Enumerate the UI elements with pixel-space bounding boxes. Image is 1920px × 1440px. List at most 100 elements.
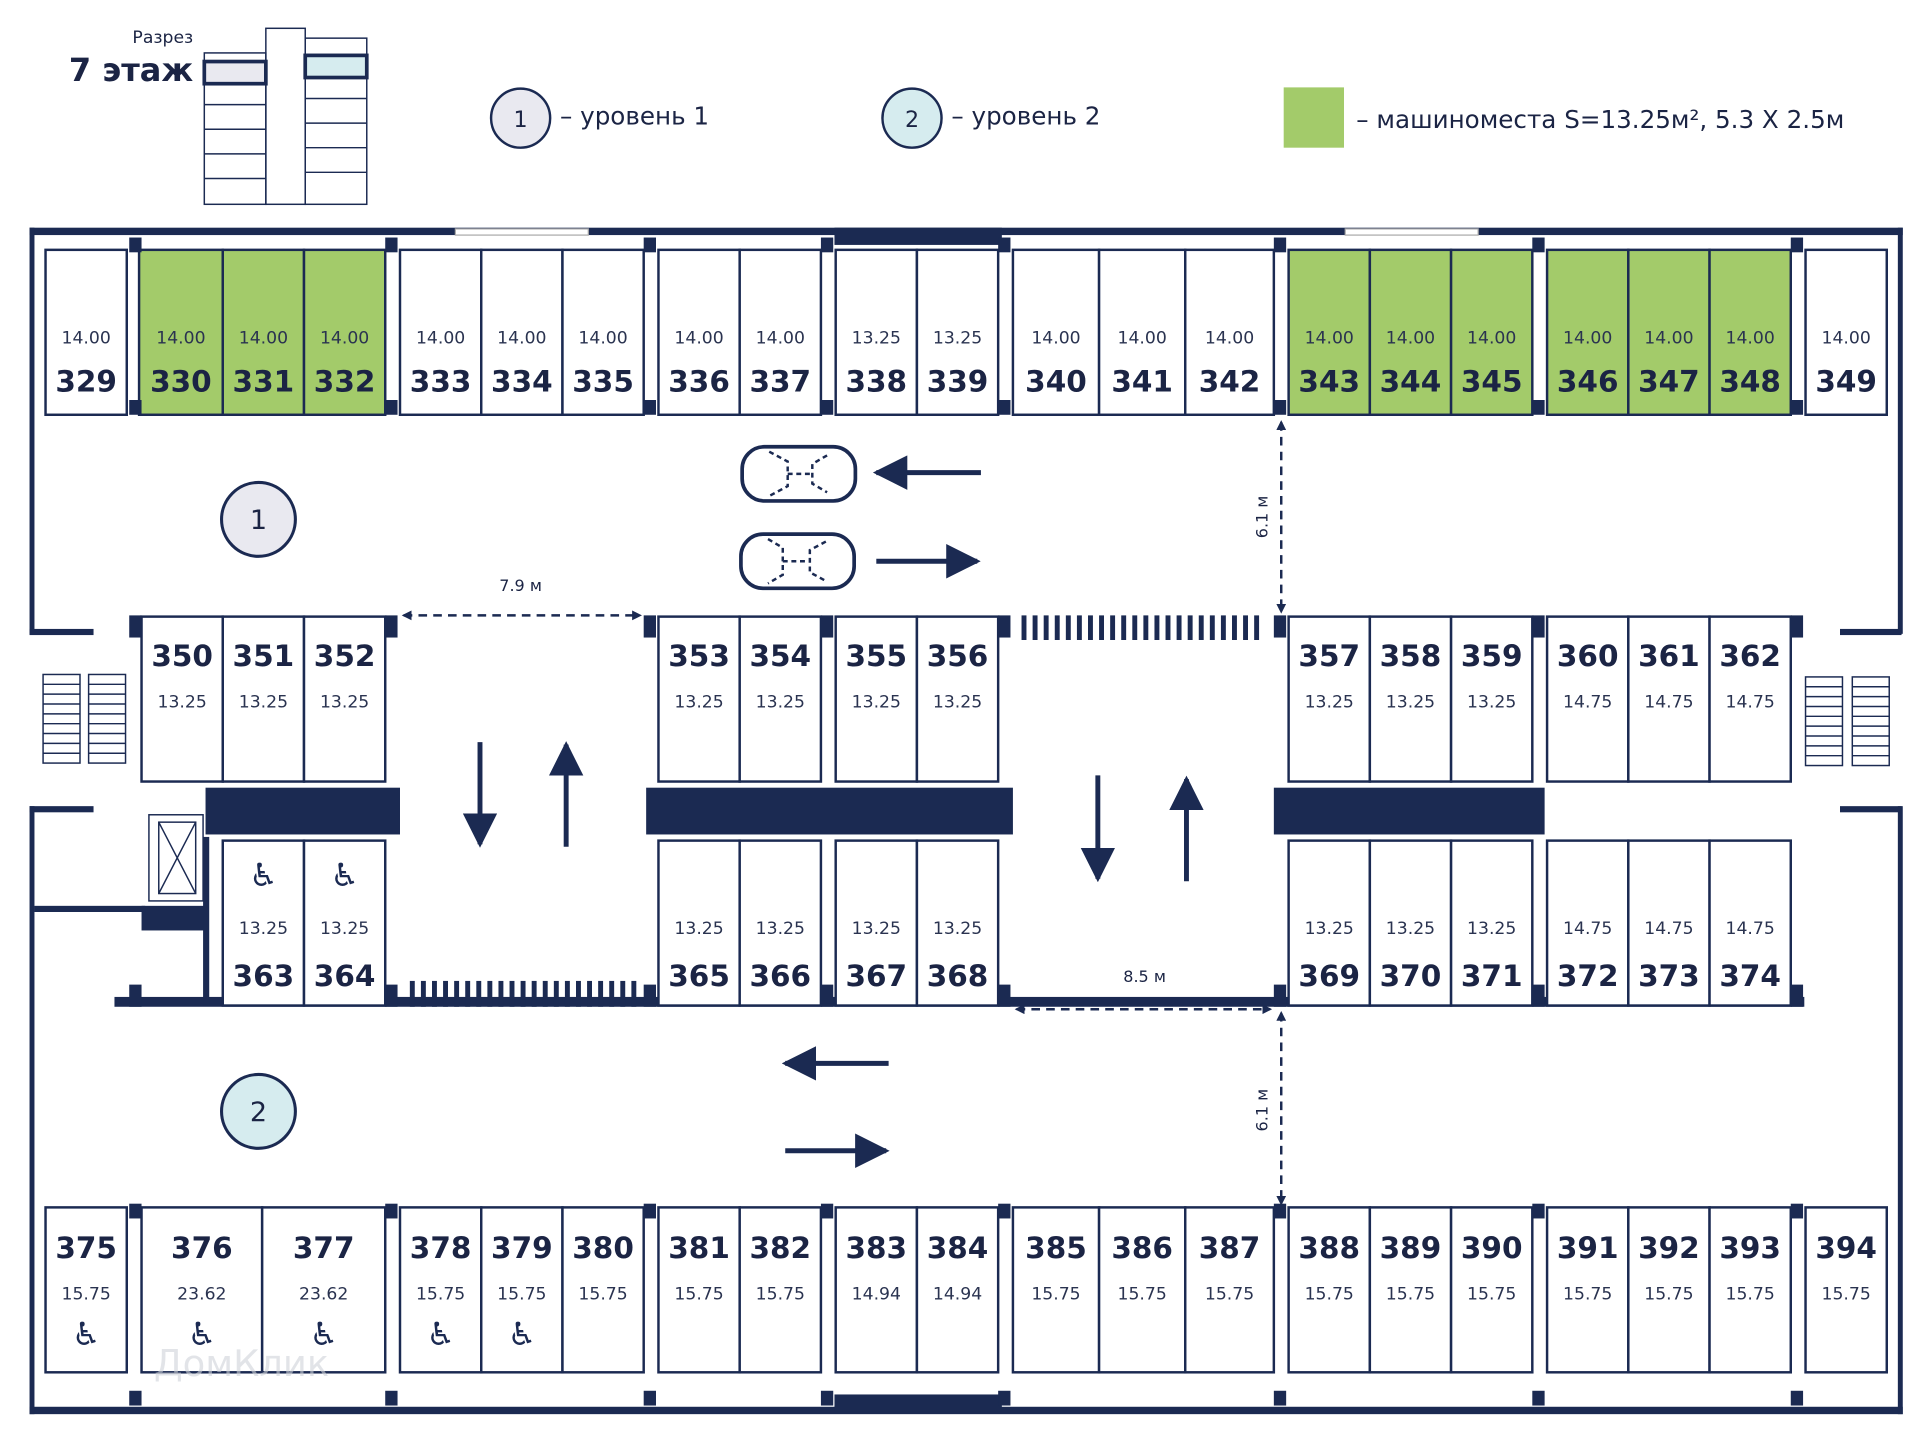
spot-number: 367 <box>845 959 907 993</box>
spot-area: 15.75 <box>1118 1285 1167 1305</box>
spot-outline <box>140 1206 264 1374</box>
spot-outline <box>1627 839 1711 1007</box>
spot-outline <box>1368 1206 1453 1374</box>
wheelchair-icon: ♿ <box>508 1315 537 1353</box>
pillar <box>129 1203 142 1219</box>
pillar <box>820 400 834 415</box>
spot-outline <box>657 839 741 1007</box>
spot-number: 341 <box>1111 364 1173 398</box>
spot-number: 345 <box>1461 364 1523 398</box>
spot-number: 338 <box>845 364 907 398</box>
spot-number: 354 <box>749 639 811 673</box>
level2-badge-text: 2 <box>250 1097 267 1128</box>
spot-outline <box>1287 839 1372 1007</box>
spot-outline <box>302 248 387 416</box>
spot-outline <box>1545 839 1630 1007</box>
pillar <box>643 400 656 415</box>
spot-area: 15.75 <box>1386 1285 1435 1305</box>
crosswalk-stripe <box>598 980 604 1007</box>
level2-legend-badge-text: 2 <box>905 107 919 133</box>
crosswalk-stripe <box>1220 615 1226 640</box>
pillar <box>129 237 142 253</box>
spot-area: 14.00 <box>62 328 111 348</box>
spot-number: 331 <box>233 364 295 398</box>
spot-outline <box>561 1206 645 1374</box>
spot-number: 336 <box>668 364 730 398</box>
crosswalk-stripe <box>1088 615 1093 640</box>
level1-badge-text: 1 <box>250 505 267 536</box>
spot-outline <box>1627 248 1711 416</box>
spot-number: 363 <box>233 959 295 993</box>
crosswalk-stripe <box>1043 615 1049 640</box>
spot-number: 384 <box>927 1231 989 1265</box>
spot-number: 340 <box>1025 364 1087 398</box>
